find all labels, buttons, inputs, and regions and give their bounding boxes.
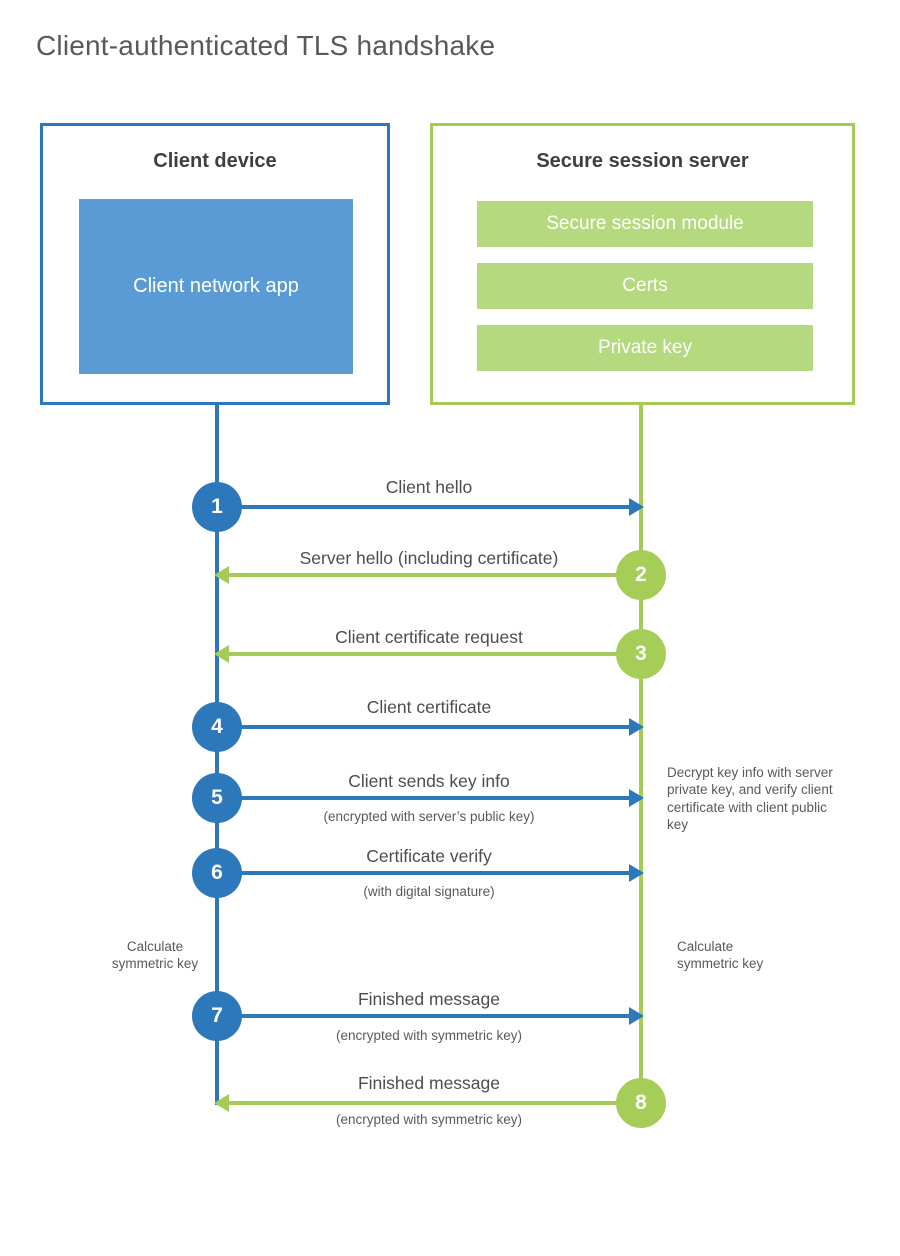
secure-session-server-box: Secure session server Secure session mod… <box>430 123 855 405</box>
step-badge: 5 <box>192 773 242 823</box>
arrow-line <box>229 573 641 577</box>
arrow-left-icon <box>214 645 229 663</box>
message-label: Certificate verify <box>366 846 492 866</box>
arrow-right-icon <box>629 1007 644 1025</box>
step-badge: 7 <box>192 991 242 1041</box>
arrow-right-icon <box>629 789 644 807</box>
step-badge: 3 <box>616 629 666 679</box>
message-sublabel: (encrypted with server’s public key) <box>323 809 535 824</box>
arrow-line <box>217 1014 629 1018</box>
step-badge: 6 <box>192 848 242 898</box>
step-badge: 8 <box>616 1078 666 1128</box>
arrow-right-icon <box>629 864 644 882</box>
client-calculate-symmetric-key-note: Calculate symmetric key <box>111 939 199 972</box>
server-calculate-symmetric-key-note: Calculate symmetric key <box>677 939 764 972</box>
message-label: Finished message <box>357 1073 501 1093</box>
step-badge: 2 <box>616 550 666 600</box>
arrow-right-icon <box>629 718 644 736</box>
message-label: Client sends key info <box>348 771 510 791</box>
server-decrypt-note: Decrypt key info with server private key… <box>667 765 833 832</box>
step-badge: 4 <box>192 702 242 752</box>
message-label: Client hello <box>385 477 473 497</box>
arrow-line <box>217 871 629 875</box>
client-device-title: Client device <box>153 150 277 172</box>
arrow-line <box>229 652 641 656</box>
client-device-box: Client device Client network app <box>40 123 390 405</box>
step-badge: 1 <box>192 482 242 532</box>
message-label: Client certificate request <box>335 627 523 647</box>
message-label: Server hello (including certificate) <box>299 548 559 568</box>
message-sublabel: (with digital signature) <box>363 884 495 899</box>
client-lifeline <box>215 405 219 1105</box>
message-sublabel: (encrypted with symmetric key) <box>335 1112 523 1127</box>
server-module-certs: Certs <box>477 263 813 309</box>
arrow-line <box>217 725 629 729</box>
arrow-line <box>217 796 629 800</box>
arrow-right-icon <box>629 498 644 516</box>
server-module-private-key: Private key <box>477 325 813 371</box>
arrow-line <box>229 1101 641 1105</box>
client-network-app-box: Client network app <box>79 199 353 374</box>
server-lifeline <box>639 405 643 1105</box>
server-module-secure-session-module: Secure session module <box>477 201 813 247</box>
message-sublabel: (encrypted with symmetric key) <box>335 1028 523 1043</box>
arrow-left-icon <box>214 1094 229 1112</box>
arrow-left-icon <box>214 566 229 584</box>
message-label: Finished message <box>357 989 501 1009</box>
message-label: Client certificate <box>366 697 492 717</box>
arrow-line <box>217 505 629 509</box>
secure-session-server-title: Secure session server <box>536 150 749 172</box>
page-title: Client-authenticated TLS handshake <box>36 30 496 61</box>
